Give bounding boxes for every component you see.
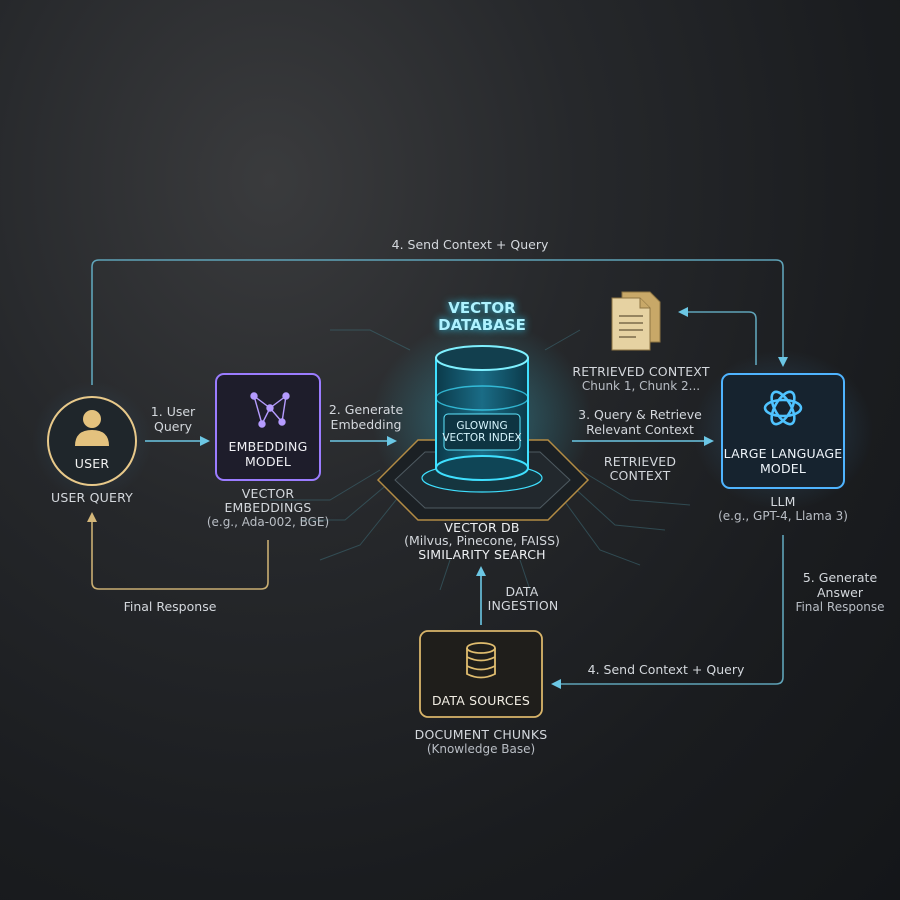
embedding-label-2: MODEL	[244, 454, 292, 469]
vector-database-cylinder-icon	[435, 345, 529, 481]
label-data-ingestion-2: INGESTION	[487, 598, 559, 613]
label-query-retrieve-1: 3. Query & Retrieve	[578, 407, 702, 422]
label-final-response-left: Final Response	[123, 599, 217, 614]
user-label: USER	[74, 456, 110, 471]
llm-caption-2: (e.g., GPT-4, Llama 3)	[718, 509, 848, 523]
label-data-ingestion-1: DATA	[505, 584, 539, 599]
circuit-traces	[270, 329, 691, 591]
edge-top-send-context	[91, 259, 788, 385]
user-icon	[75, 410, 109, 446]
user-caption: USER QUERY	[50, 490, 134, 505]
label-bottom-send-context: 4. Send Context + Query	[587, 662, 745, 677]
retrieved-context-title: RETRIEVED CONTEXT	[572, 364, 710, 379]
data-sources-caption-2: (Knowledge Base)	[426, 742, 536, 756]
data-sources-box	[419, 630, 543, 718]
label-retrieved-context-1: RETRIEVED	[603, 454, 677, 469]
data-sources-label: DATA SOURCES	[431, 693, 531, 708]
label-generate-1: 2. Generate	[328, 402, 404, 417]
label-retrieved-context-2: CONTEXT	[609, 468, 671, 483]
document-stack-icon	[611, 291, 661, 351]
vector-db-caption-2: (Milvus, Pinecone, FAISS)	[404, 533, 560, 548]
embedding-caption-1: VECTOR	[241, 486, 295, 501]
vector-db-caption-1: VECTOR DB	[444, 520, 520, 535]
llm-caption-1: LLM	[770, 494, 796, 509]
llm-label-2: MODEL	[759, 461, 807, 476]
data-sources-caption-1: DOCUMENT CHUNKS	[414, 727, 548, 742]
llm-label-1: LARGE LANGUAGE	[723, 446, 843, 461]
label-top-send-context: 4. Send Context + Query	[391, 237, 549, 252]
embedding-model-box	[215, 373, 321, 481]
label-generate-answer-1: 5. Generate	[802, 570, 878, 585]
embedding-label-1: EMBEDDING	[228, 439, 308, 454]
edge-bottom-send-context	[551, 535, 784, 689]
vector-index-label-1: GLOWING	[456, 420, 508, 432]
label-user-query-1: 1. User	[150, 404, 196, 419]
label-generate-2: Embedding	[330, 417, 402, 432]
neural-network-icon	[250, 392, 290, 428]
label-generate-answer-2: Answer	[816, 585, 864, 600]
embedding-caption-2: EMBEDDINGS	[224, 500, 312, 515]
vector-db-title-2: DATABASE	[438, 316, 526, 334]
label-user-query-2: Query	[154, 419, 192, 434]
edge-final-response-left	[87, 512, 269, 590]
openai-knot-icon	[763, 390, 803, 426]
label-query-retrieve-2: Relevant Context	[586, 422, 694, 437]
retrieved-context-chunks: Chunk 1, Chunk 2...	[581, 379, 701, 393]
embedding-caption-3: (e.g., Ada-002, BGE)	[206, 515, 330, 529]
database-icon	[466, 642, 496, 679]
edge-retrieved-docs	[678, 307, 757, 365]
vector-index-label-2: VECTOR INDEX	[442, 432, 522, 444]
vector-db-caption-3: SIMILARITY SEARCH	[418, 547, 546, 562]
label-final-response-right: Final Response	[795, 600, 885, 614]
vector-db-title-1: VECTOR	[448, 299, 516, 317]
llm-box	[721, 373, 845, 489]
